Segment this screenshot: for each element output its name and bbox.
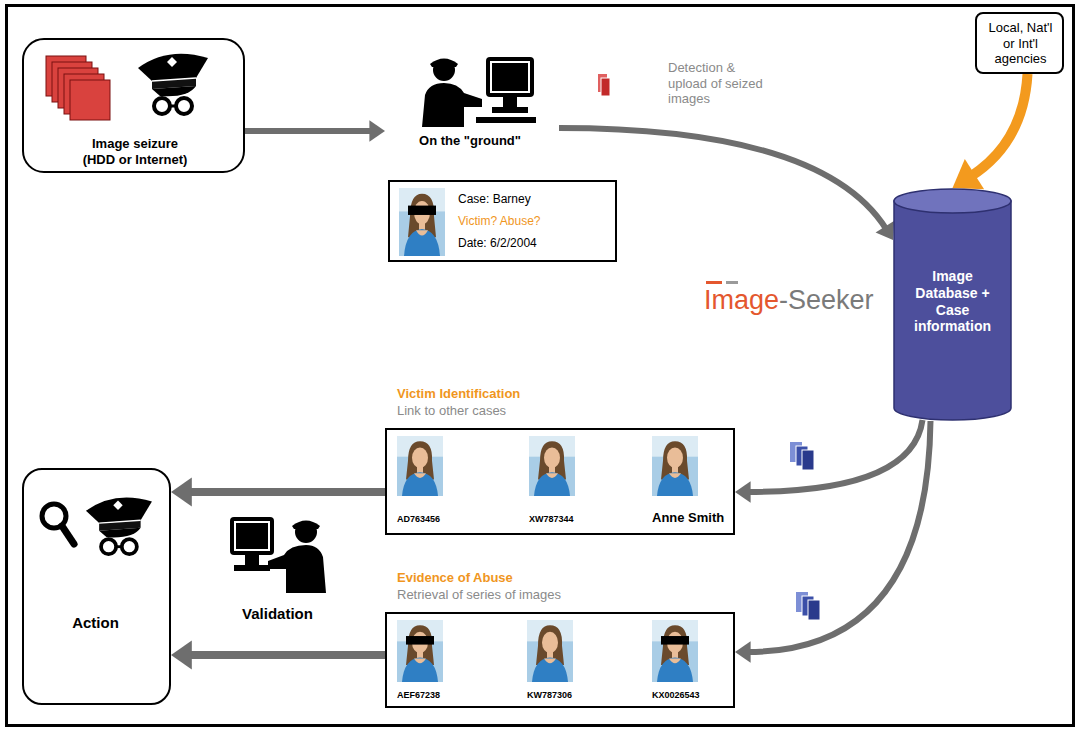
node-label: AEF67238 [397, 690, 440, 701]
node-label: XW787344 [529, 514, 574, 525]
document-stack-icon [790, 442, 814, 470]
police-cap-handcuffs-icon [80, 492, 156, 558]
node-label: On the "ground" [385, 133, 555, 149]
node-label: Local, Nat'l or Int'l agencies [981, 20, 1060, 67]
image-stack-icon [44, 54, 114, 126]
node-label: Action [24, 614, 167, 632]
photo-thumbnail [397, 436, 443, 496]
flow-arrow [735, 421, 931, 663]
photo-thumbnail [399, 188, 445, 256]
node-label: Victim Identification [397, 386, 520, 402]
node-label: Anne Smith [652, 510, 724, 526]
node-label: Image Database + Case information [907, 268, 998, 335]
validation-node: Validation [220, 515, 339, 630]
photo-thumbnail [397, 620, 443, 682]
operator-icon [420, 55, 545, 127]
node-label: Date: 6/2/2004 [458, 236, 537, 250]
node-label: Retrieval of series of images [397, 587, 561, 603]
result-box: Victim IdentificationLink to other cases… [385, 428, 735, 535]
document-stack-icon [796, 592, 820, 620]
node-label: AD763456 [397, 514, 440, 525]
photo-thumbnail [529, 436, 575, 496]
photo-thumbnail [527, 620, 573, 682]
case-card: Case: BarneyVictim? Abuse? Date: 6/2/2004 [388, 180, 617, 262]
flow-arrow [735, 420, 923, 503]
logo-mark [706, 281, 738, 284]
node-label: Evidence of Abuse [397, 570, 513, 586]
node-label: Case: Barney [458, 192, 531, 206]
flow-arrow [953, 74, 1028, 189]
result-box: Evidence of AbuseRetrieval of series of … [385, 612, 735, 708]
logo-text: Image [704, 284, 779, 316]
flow-note: Detection & upload of seized images [668, 60, 776, 107]
validator-icon [228, 515, 328, 593]
seizure-box: Image seizure (HDD or Internet) [22, 38, 245, 173]
flow-arrow [171, 641, 385, 670]
flow-arrow [245, 120, 385, 142]
police-cap-handcuffs-icon [132, 48, 212, 118]
node-label: Link to other cases [397, 403, 506, 419]
photo-thumbnail [652, 620, 698, 682]
flow-arrow [559, 128, 894, 240]
document-icon [598, 74, 610, 96]
node-label: Victim? Abuse? [458, 214, 541, 228]
flow-arrow [171, 478, 385, 507]
action-box: Action [22, 468, 171, 705]
photo-thumbnail [652, 436, 698, 496]
node-label: KW787306 [527, 690, 572, 701]
logo-text: -Seeker [779, 284, 874, 316]
node-label: Image seizure (HDD or Internet) [75, 136, 195, 167]
agencies-box: Local, Nat'l or Int'l agencies [975, 12, 1064, 74]
database-cylinder: Image Database + Case information [893, 188, 1012, 422]
node-label: Validation [220, 605, 335, 623]
magnifier-icon [38, 500, 78, 548]
figure-frame [7, 6, 1074, 726]
operator-node: On the "ground" [385, 55, 559, 155]
node-label: KX0026543 [652, 690, 700, 701]
